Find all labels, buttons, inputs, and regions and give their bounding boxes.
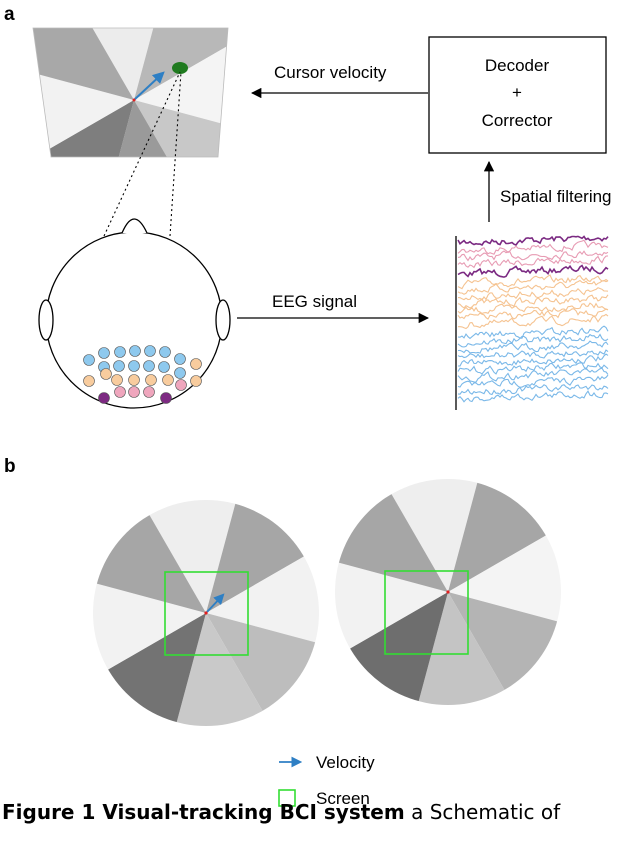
velocity-arrow-a [133,71,165,101]
screen-a-sector [134,100,228,157]
figure-caption: Figure 1 Visual-tracking BCI system a Sc… [2,800,640,824]
electrode [113,360,125,372]
electrode [128,360,140,372]
caption-bold: Figure 1 Visual-tracking BCI system [2,800,405,824]
gaze-line-right [169,71,182,237]
spatial-filtering-label: Spatial filtering [500,187,612,206]
electrode [98,392,110,404]
center-dot-a [132,98,136,102]
legend-velocity-label: Velocity [316,753,375,772]
screen-box-left [164,571,249,656]
screen-a-sector [134,28,228,100]
gaze-line-left [103,71,181,237]
eeg-traces [455,235,609,410]
eeg-trace [457,274,609,290]
legend-screen-label: Screen [316,789,370,808]
panel-b-letter: b [4,456,16,477]
decoder-line2: + [512,83,522,102]
electrode [158,361,170,373]
disc-left-sector [143,500,239,613]
electrode [83,375,95,387]
eeg-trace [457,340,609,354]
screen-a-sector [33,28,134,100]
eeg-trace [457,264,609,278]
eeg-trace [457,349,609,359]
electrode [175,379,187,391]
eeg-trace [457,287,609,301]
screen-box-right [384,570,469,655]
perspective-screen [33,28,228,157]
electrode [174,367,186,379]
decoder-line3: Corrector [482,111,553,130]
eeg-trace [457,235,609,247]
electrode [162,374,174,386]
electrode [111,374,123,386]
electrode [144,345,156,357]
caption-rest: a Schematic of [404,800,561,824]
head-diagram [38,218,231,409]
decoder-box [428,36,607,154]
eeg-trace [457,390,609,403]
panel-a-letter: a [4,4,15,25]
eeg-trace [457,294,609,309]
eeg-trace [457,384,609,396]
electrode [145,374,157,386]
electrode [128,374,140,386]
eeg-trace [457,333,609,348]
electrode [174,353,186,365]
cursor-velocity-label: Cursor velocity [274,63,387,82]
disc-right-sector [385,479,481,592]
electrode [190,358,202,370]
target-blob [172,62,188,74]
disc-left-sector [93,580,206,676]
center-dot-right [446,590,450,594]
eeg-trace [457,367,609,383]
electrode [190,375,202,387]
eeg-trace [457,279,609,295]
eeg-trace [457,302,609,315]
eeg-trace [457,362,609,375]
eeg-trace [457,374,609,388]
eeg-trace [457,250,609,262]
electrode [114,386,126,398]
electrode [160,392,172,404]
center-dot-left [204,611,208,615]
electrode [129,345,141,357]
electrode [143,386,155,398]
electrode [98,347,110,359]
legend-screen-box [278,789,296,807]
eeg-trace [457,325,609,340]
electrode [159,346,171,358]
electrode [128,386,140,398]
disc-left-sector [173,613,269,726]
electrode [100,368,112,380]
eeg-trace [457,239,609,255]
electrode [114,346,126,358]
decoder-line1: Decoder [485,56,550,75]
eeg-trace [457,255,609,269]
velocity-arrow-b [206,593,225,613]
eeg-trace [458,353,609,367]
eeg-signal-label: EEG signal [272,292,357,311]
eeg-trace [458,313,609,330]
disc-left-sector [206,550,319,646]
electrode [143,360,155,372]
electrode [83,354,95,366]
eeg-trace [457,308,609,320]
disc-right-sector [448,529,561,625]
